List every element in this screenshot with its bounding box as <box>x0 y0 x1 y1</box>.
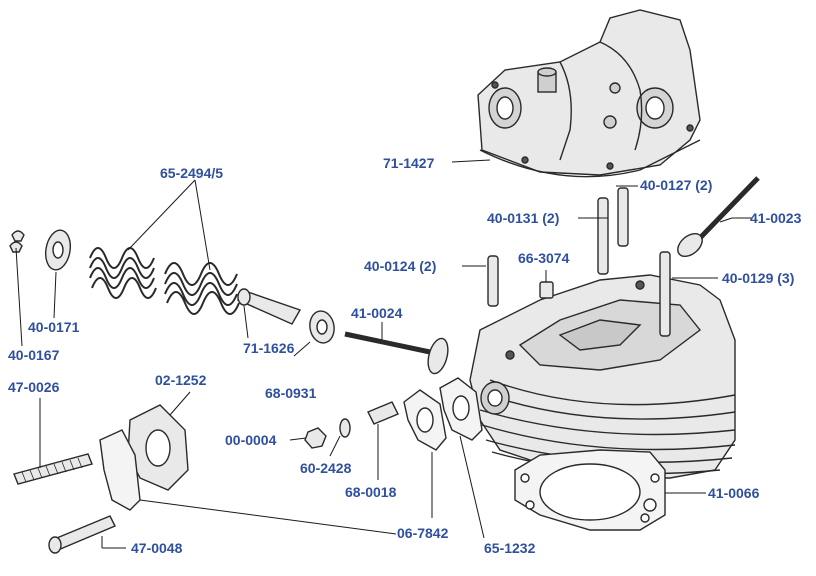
rocker-box-cover <box>477 9 701 178</box>
label-06-7842: 06-7842 <box>397 525 449 541</box>
flange-gasket <box>99 429 141 511</box>
label-41-0023: 41-0023 <box>750 210 802 226</box>
gasket-65-1232 <box>439 377 483 441</box>
label-41-0024: 41-0024 <box>351 305 403 321</box>
parts-artwork <box>9 9 760 554</box>
valve-guide <box>236 288 302 325</box>
label-65-2494-5: 65-2494/5 <box>160 165 223 181</box>
label-40-0127: 40-0127 (2) <box>640 177 712 193</box>
nut-66-3074 <box>539 281 554 299</box>
valve-41-0023 <box>677 176 760 258</box>
label-71-1626: 71-1626 <box>243 340 295 356</box>
label-40-0124: 40-0124 (2) <box>364 258 436 274</box>
cylinder-head <box>469 274 736 479</box>
valve-collets <box>9 230 25 253</box>
head-gasket <box>514 449 666 531</box>
label-65-1232: 65-1232 <box>484 540 536 556</box>
gasket-06-7842 <box>403 389 447 451</box>
stud-47-0048 <box>48 515 116 554</box>
washer-60-2428 <box>339 418 351 438</box>
stud-68-0018 <box>367 401 399 425</box>
label-40-0131: 40-0131 (2) <box>487 210 559 226</box>
label-68-0931: 68-0931 <box>265 385 317 401</box>
label-71-1427: 71-1427 <box>383 155 435 171</box>
label-40-0171: 40-0171 <box>28 319 80 335</box>
spring-cap-hole <box>52 241 64 259</box>
label-47-0048: 47-0048 <box>131 540 183 556</box>
part-labels: 71-1427 40-0127 (2) 40-0131 (2) 41-0023 … <box>8 155 802 556</box>
label-66-3074: 66-3074 <box>518 250 570 266</box>
label-40-0167: 40-0167 <box>8 347 60 363</box>
valve-springs <box>89 247 240 315</box>
leader-lines <box>15 159 752 549</box>
stud-47-0026 <box>13 453 93 485</box>
label-40-0129: 40-0129 (3) <box>722 270 794 286</box>
label-68-0018: 68-0018 <box>345 484 397 500</box>
cup-washer-hole <box>316 319 328 335</box>
label-60-2428: 60-2428 <box>300 460 352 476</box>
label-00-0004: 00-0004 <box>225 432 277 448</box>
valve-41-0024 <box>344 331 449 375</box>
label-02-1252: 02-1252 <box>155 372 207 388</box>
nut-00-0004 <box>304 427 327 449</box>
label-47-0026: 47-0026 <box>8 379 60 395</box>
label-41-0066: 41-0066 <box>708 485 760 501</box>
guide-tubes <box>487 187 671 337</box>
